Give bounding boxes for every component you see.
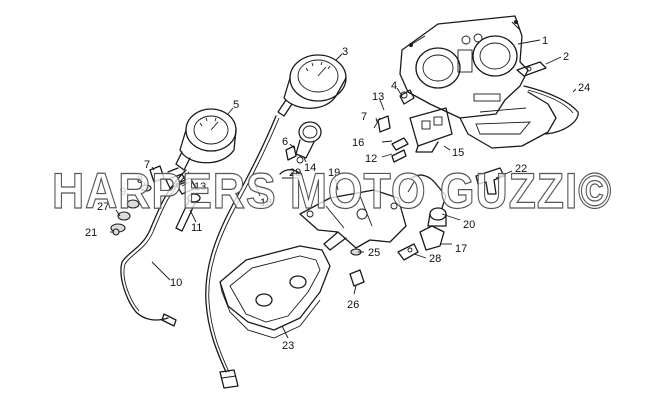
callout-16: 16 — [352, 137, 364, 149]
callout-10: 10 — [170, 277, 182, 289]
trim-strip-part — [523, 85, 579, 135]
callout-15: 15 — [452, 147, 464, 159]
callout-18: 18 — [260, 197, 272, 209]
callout-4: 4 — [391, 80, 397, 92]
bracket-part — [516, 61, 547, 77]
callout-6: 6 — [282, 136, 288, 148]
callout-9: 9 — [120, 186, 126, 198]
support-bracket-part — [475, 167, 505, 195]
lower-cover-part — [219, 245, 331, 339]
callout-20: 20 — [463, 219, 475, 231]
leader-lines — [110, 39, 577, 339]
ignition-switch-part — [407, 174, 447, 227]
small-bolt-parts — [349, 248, 365, 287]
switch-block-part — [409, 107, 453, 153]
callout-8: 8 — [137, 174, 143, 186]
callout-13b: 13 — [194, 181, 206, 193]
tachometer-cable — [205, 115, 280, 389]
instrument-panel — [399, 15, 557, 149]
callout-24: 24 — [578, 82, 590, 94]
callout-29: 29 — [289, 167, 301, 179]
callout-11: 11 — [191, 222, 202, 234]
tachometer-part — [277, 54, 347, 117]
callout-2: 2 — [563, 51, 569, 63]
callout-3: 3 — [342, 46, 348, 58]
callout-14: 14 — [304, 162, 316, 174]
callout-labels: 1 2 3 4 5 6 7 7 8 9 10 11 12 13 13 14 15… — [85, 35, 590, 352]
watermark-text: HARPERS MOTO GUZZI© — [52, 163, 612, 219]
callout-28: 28 — [429, 253, 441, 265]
speedometer-part — [175, 108, 237, 171]
tab-part — [397, 243, 419, 261]
callout-5: 5 — [233, 99, 239, 111]
bulb-holder-parts — [373, 115, 409, 163]
callout-22: 22 — [515, 163, 527, 175]
callout-1: 1 — [542, 35, 548, 47]
indicator-bulb-part — [399, 89, 415, 105]
callout-19: 19 — [328, 167, 340, 179]
callout-12: 12 — [365, 153, 377, 165]
lock-part — [419, 225, 445, 251]
callout-25: 25 — [368, 247, 380, 259]
small-gauge-part — [295, 121, 322, 164]
bulb-clip-parts — [279, 145, 303, 179]
connector-part — [175, 177, 197, 195]
callout-13a: 13 — [372, 91, 384, 103]
mounting-bracket-part — [299, 189, 407, 251]
callout-27: 27 — [97, 201, 109, 213]
callout-17: 17 — [455, 243, 467, 255]
callout-23: 23 — [282, 340, 294, 352]
fastener-parts — [110, 165, 187, 236]
bolt-part — [175, 193, 201, 232]
callout-7b: 7 — [144, 159, 150, 171]
callout-26: 26 — [347, 299, 359, 311]
callout-7a: 7 — [361, 111, 367, 123]
speedometer-cable — [120, 169, 190, 327]
callout-21: 21 — [85, 227, 97, 239]
